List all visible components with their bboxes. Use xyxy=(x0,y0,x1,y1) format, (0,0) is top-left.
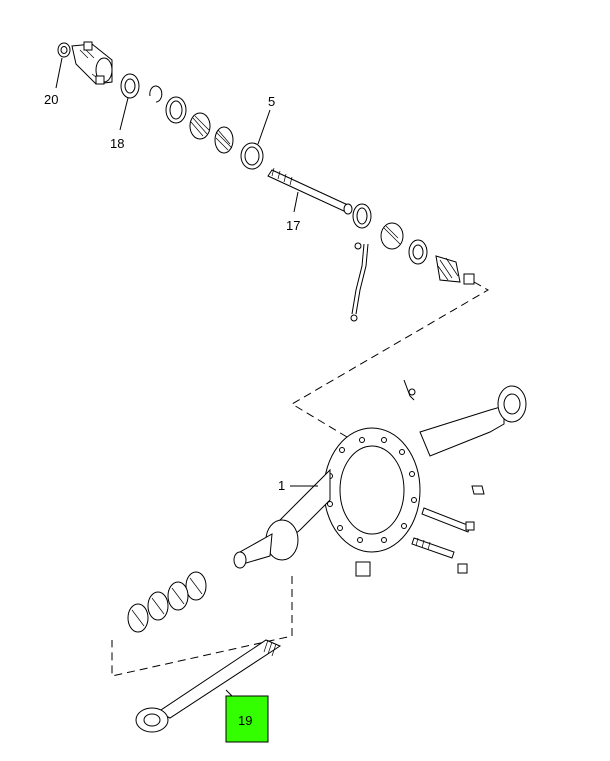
callout-19-label: 19 xyxy=(238,713,252,728)
bearing-cone-upper xyxy=(189,112,211,140)
part-19-axle-shaft xyxy=(135,639,282,733)
part-18-seal xyxy=(120,73,140,99)
callout-1-label: 1 xyxy=(278,478,285,493)
bearing-cone-lower xyxy=(380,222,404,250)
callout-17: 17 xyxy=(286,191,300,233)
gear-lower xyxy=(408,239,428,265)
callout-20: 20 xyxy=(44,57,63,107)
tag-plate xyxy=(471,485,485,495)
callout-20-label: 20 xyxy=(44,92,58,107)
housing-bolt-holes xyxy=(327,437,417,543)
sensor-wire xyxy=(350,242,369,322)
axle-housing xyxy=(233,379,527,577)
callout-19-highlight[interactable] xyxy=(225,695,269,743)
callout-17-label: 17 xyxy=(286,218,300,233)
pinion-gear xyxy=(435,255,475,285)
yoke xyxy=(71,41,113,85)
gear-upper xyxy=(214,126,234,154)
part-17-shaft xyxy=(267,167,353,215)
callout-1: 1 xyxy=(278,478,318,493)
bearing-cup-upper xyxy=(165,96,187,124)
callout-18-label: 18 xyxy=(110,136,124,151)
part-5-bearing-cup xyxy=(240,142,264,170)
connector-dashed-lower xyxy=(111,576,293,677)
upper-shaft-assembly xyxy=(57,41,490,459)
breather xyxy=(403,379,415,401)
callout-5: 5 xyxy=(257,94,275,145)
callout-5-label: 5 xyxy=(268,94,275,109)
part-20-nut xyxy=(57,42,71,58)
callout-19[interactable]: 19 xyxy=(225,689,269,743)
carrier-bolts xyxy=(411,507,475,574)
callout-18: 18 xyxy=(110,97,129,151)
lower-washers xyxy=(127,571,207,633)
drain-plug xyxy=(355,561,371,577)
snap-ring xyxy=(149,85,163,103)
bearing-cup-lower xyxy=(352,203,372,229)
